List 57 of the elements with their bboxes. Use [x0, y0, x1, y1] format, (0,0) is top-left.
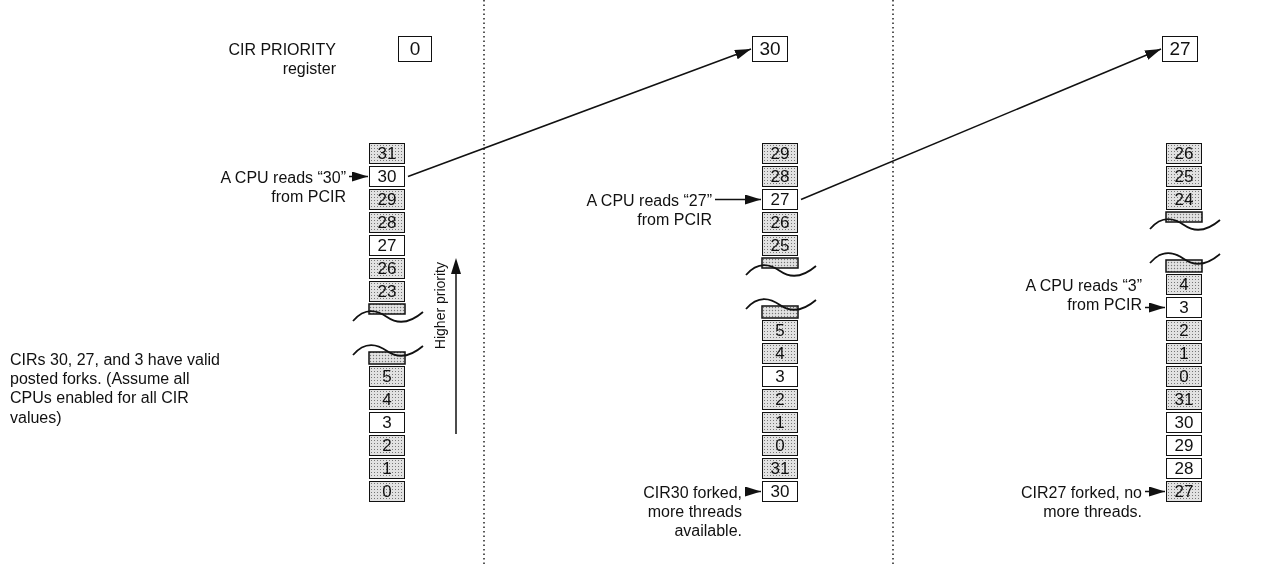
callout-text: CIR27 forked, no more threads. [1006, 483, 1142, 522]
callout-text: CIR30 forked, more threads available. [616, 483, 742, 541]
arrow [1144, 302, 1166, 313]
priority-cell: 24 [1166, 189, 1202, 210]
priority-cell: 31 [762, 458, 798, 479]
note-text: CIR PRIORITY register [227, 40, 336, 79]
arrow [714, 194, 762, 205]
arrow [348, 171, 369, 182]
axis-label: Higher priority [432, 262, 449, 350]
priority-cell: 3 [369, 412, 405, 433]
priority-cell: 2 [762, 389, 798, 410]
priority-cell: 23 [369, 281, 405, 302]
priority-cell: 29 [762, 143, 798, 164]
priority-cell: 30 [369, 166, 405, 187]
priority-cell: 4 [1166, 274, 1202, 295]
priority-cell: 1 [1166, 343, 1202, 364]
priority-cell: 26 [369, 258, 405, 279]
arrow [744, 486, 762, 497]
priority-cell: 4 [762, 343, 798, 364]
priority-cell: 5 [369, 366, 405, 387]
priority-cell: 31 [1166, 389, 1202, 410]
priority-cell: 26 [1166, 143, 1202, 164]
priority-cell: 4 [369, 389, 405, 410]
priority-cell: 31 [369, 143, 405, 164]
arrow [800, 48, 1162, 201]
priority-cell: 26 [762, 212, 798, 233]
register-value: 30 [752, 36, 788, 62]
callout-text: A CPU reads “30” from PCIR [190, 168, 346, 207]
priority-cell: 1 [762, 412, 798, 433]
priority-cell: 30 [1166, 412, 1202, 433]
note-text: CIRs 30, 27, and 3 have valid posted forks. (Assume all CPUs enabled for all CIR values) [10, 350, 221, 427]
priority-cell: 0 [1166, 366, 1202, 387]
priority-cell: 0 [369, 481, 405, 502]
arrow [407, 48, 752, 178]
priority-cell: 29 [1166, 435, 1202, 456]
priority-cell: 25 [762, 235, 798, 256]
priority-cell: 5 [762, 320, 798, 341]
priority-cell: 0 [762, 435, 798, 456]
priority-cell: 25 [1166, 166, 1202, 187]
priority-cell: 28 [369, 212, 405, 233]
priority-cell: 2 [369, 435, 405, 456]
priority-cell: 30 [762, 481, 798, 502]
priority-cell: 27 [369, 235, 405, 256]
priority-cell: 1 [369, 458, 405, 479]
priority-cell: 28 [762, 166, 798, 187]
callout-text: A CPU reads “3” from PCIR [996, 276, 1142, 315]
register-value: 27 [1162, 36, 1198, 62]
priority-cell: 27 [1166, 481, 1202, 502]
priority-cell: 2 [1166, 320, 1202, 341]
callout-text: A CPU reads “27” from PCIR [556, 191, 712, 230]
priority-cell: 27 [762, 189, 798, 210]
priority-cell: 3 [1166, 297, 1202, 318]
priority-cell: 3 [762, 366, 798, 387]
priority-cell: 29 [369, 189, 405, 210]
arrow [1144, 486, 1166, 497]
priority-cell: 28 [1166, 458, 1202, 479]
register-value: 0 [398, 36, 432, 62]
